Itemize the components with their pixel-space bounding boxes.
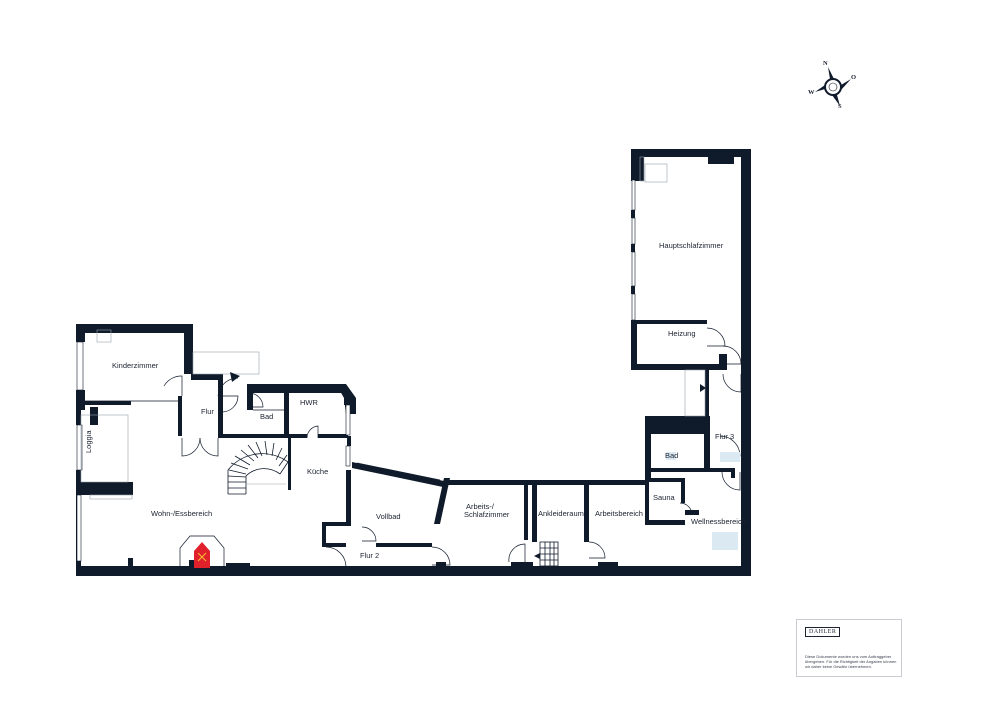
- door-arrows: [230, 372, 706, 559]
- doors: [163, 327, 742, 568]
- label-kueche: Küche: [307, 467, 328, 476]
- label-hwr: HWR: [300, 398, 318, 407]
- legend-box: DAHLER Diese Dokumente wurden uns vom Au…: [796, 619, 902, 677]
- label-flur: Flur: [201, 407, 214, 416]
- windows: [76, 179, 640, 562]
- disclaimer-text: Diese Dokumente wurden uns vom Auftragge…: [805, 654, 897, 669]
- label-bad-right: Bad: [665, 451, 678, 460]
- label-arbeits-line1: Arbeits-/: [466, 502, 495, 511]
- label-ankleideraum: Ankleideraum: [538, 509, 584, 518]
- spiral-staircase: [227, 440, 289, 495]
- compass-s: S: [838, 103, 842, 110]
- fireplace-icon: [179, 535, 225, 568]
- label-heizung: Heizung: [668, 329, 696, 338]
- label-vollbad: Vollbad: [376, 512, 401, 521]
- label-bad-left: Bad: [260, 412, 273, 421]
- label-flur-2: Flur 2: [360, 551, 379, 560]
- compass-n: N: [823, 60, 828, 67]
- small-staircase: [539, 541, 559, 567]
- label-arbeits-line2: Schlafzimmer: [464, 510, 510, 519]
- compass-icon: N O S W: [808, 60, 856, 110]
- label-sauna: Sauna: [653, 493, 676, 502]
- room-labels: Kinderzimmer Flur Bad HWR Loggia Küche W…: [84, 241, 746, 560]
- label-arbeitsbereich: Arbeitsbereich: [595, 509, 643, 518]
- label-hauptschlafzimmer: Hauptschlafzimmer: [659, 241, 724, 250]
- label-flur-3: Flur 3: [715, 432, 734, 441]
- compass-o: O: [851, 74, 856, 81]
- label-loggia: Loggia: [84, 430, 93, 453]
- bath-fixtures: [666, 452, 740, 550]
- label-wohn-essbereich: Wohn-/Essbereich: [151, 509, 212, 518]
- label-wellnessbereich: Wellnessbereich: [691, 517, 746, 526]
- walls: [76, 149, 751, 576]
- dahler-logo: DAHLER: [805, 627, 841, 637]
- interior-lines: [80, 156, 706, 500]
- compass-w: W: [808, 89, 815, 96]
- label-kinderzimmer: Kinderzimmer: [112, 361, 159, 370]
